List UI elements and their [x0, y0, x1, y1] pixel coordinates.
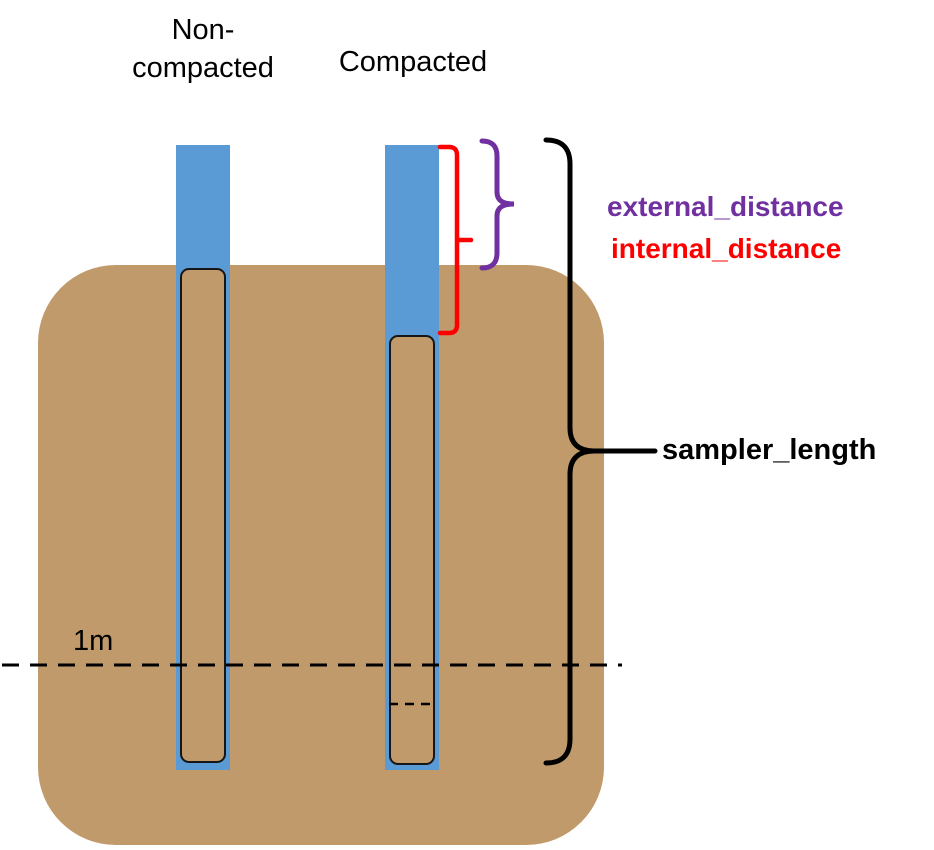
external-distance-label: external_distance [607, 191, 844, 222]
compacted-soil-core [389, 335, 435, 765]
one-meter-depth-label: 1m [73, 625, 114, 657]
non-compacted-label: Non- compacted [132, 14, 274, 84]
compacted-label: Compacted [338, 46, 488, 78]
internal-distance-label: internal_distance [611, 233, 842, 264]
external-distance-brace [479, 138, 515, 271]
non-compacted-soil-core [180, 268, 226, 763]
soil-block [38, 265, 604, 845]
sampler-length-label: sampler_length [662, 434, 877, 466]
